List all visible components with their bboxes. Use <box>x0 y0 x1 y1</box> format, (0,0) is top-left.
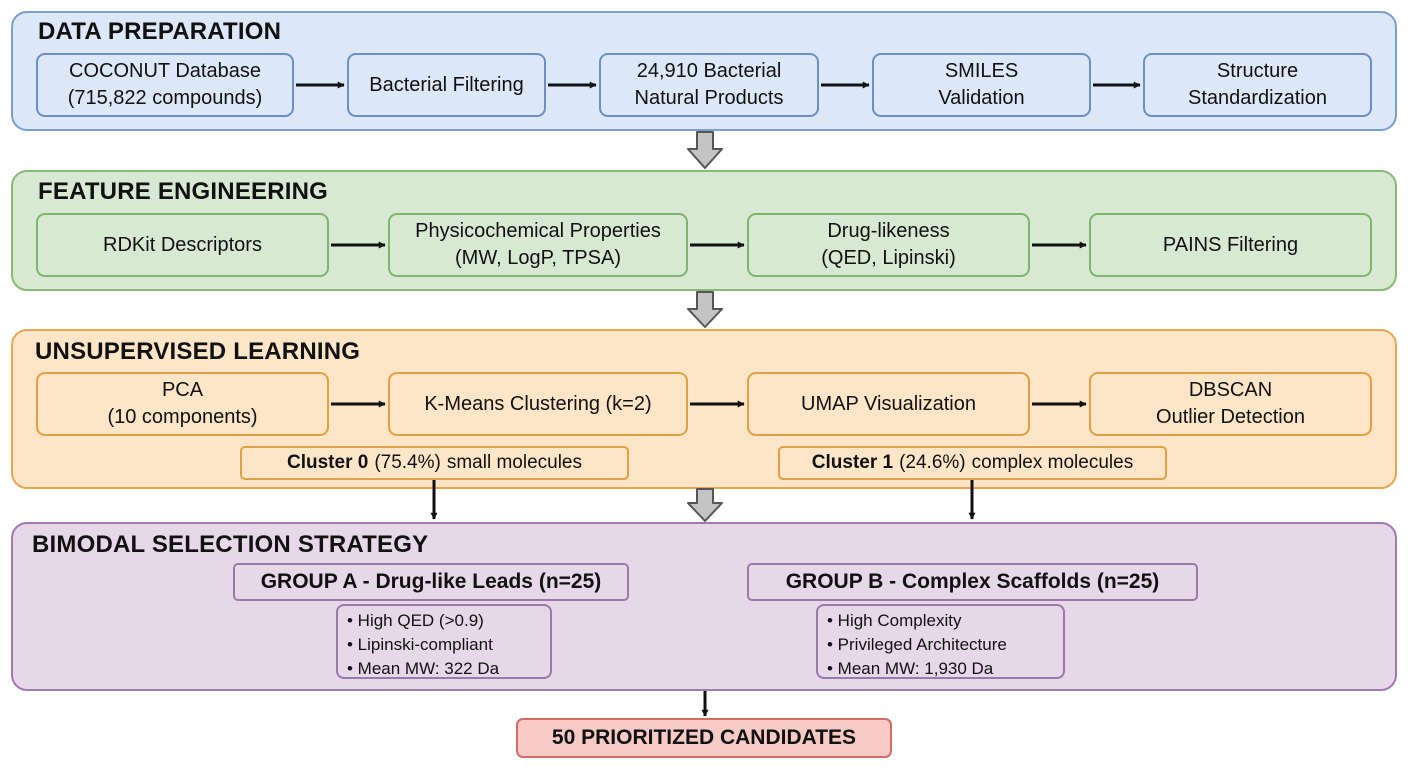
box-line: Outlier Detection <box>1156 406 1305 428</box>
box-line: PCA <box>161 379 204 401</box>
dbscan-box: DBSCAN Outlier Detection <box>1089 372 1372 436</box>
box-line: 24,910 Bacterial <box>636 60 782 82</box>
cluster-description: complex molecules <box>971 452 1134 473</box>
box-line: Bacterial Filtering <box>369 73 524 96</box>
box-line: (QED, Lipinski) <box>821 247 956 269</box>
pains-filtering-box: PAINS Filtering <box>1089 213 1372 277</box>
box-line: Physicochemical Properties <box>415 220 661 242</box>
umap-visualization-box: UMAP Visualization <box>747 372 1030 436</box>
block-arrow-down-icon <box>687 131 723 169</box>
group-a-criteria: • High QED (>0.9) • Lipinski-compliant •… <box>336 604 552 679</box>
cluster-name: Cluster 0 <box>287 452 369 473</box>
structure-standardization-box: Structure Standardization <box>1143 53 1372 117</box>
block-arrow-down-icon <box>687 488 723 522</box>
cluster-percent: (24.6%) <box>899 452 966 473</box>
group-b-criteria: • High Complexity • Privileged Architect… <box>816 604 1065 679</box>
feature-engineering-title: FEATURE ENGINEERING <box>38 178 329 205</box>
pca-box: PCA (10 components) <box>36 372 329 436</box>
kmeans-clustering-box: K-Means Clustering (k=2) <box>388 372 688 436</box>
bimodal-selection-title: BIMODAL SELECTION STRATEGY <box>32 531 429 558</box>
box-line: (MW, LogP, TPSA) <box>455 247 621 269</box>
box-line: Structure <box>1216 60 1299 82</box>
group-a-label: GROUP A - Drug-like Leads (n=25) <box>233 563 629 601</box>
box-line: DBSCAN <box>1188 379 1273 401</box>
criteria-item: • Privileged Architecture <box>827 635 1007 654</box>
unsupervised-learning-title: UNSUPERVISED LEARNING <box>35 338 361 365</box>
block-arrow-down-icon <box>687 291 723 328</box>
box-line: (715,822 compounds) <box>67 87 263 109</box>
box-line: PAINS Filtering <box>1162 233 1299 256</box>
data-preparation-title: DATA PREPARATION <box>38 18 282 45</box>
cluster-percent: (75.4%) <box>374 452 441 473</box>
criteria-item: • Mean MW: 322 Da <box>347 659 500 678</box>
coconut-database-box: COCONUT Database (715,822 compounds) <box>36 53 294 117</box>
box-line: Natural Products <box>634 87 784 109</box>
cluster-description: small molecules <box>446 452 582 473</box>
bimodal-selection-panel <box>11 522 1397 691</box>
box-line: (10 components) <box>107 406 258 428</box>
criteria-item: • Lipinski-compliant <box>347 635 493 654</box>
smiles-validation-box: SMILES Validation <box>872 53 1091 117</box>
box-line: SMILES <box>944 60 1019 82</box>
rdkit-descriptors-box: RDKit Descriptors <box>36 213 329 277</box>
box-line: Validation <box>938 87 1025 109</box>
cluster-1-label: Cluster 1 (24.6%) complex molecules <box>778 446 1167 480</box>
bacterial-filtering-box: Bacterial Filtering <box>347 53 546 117</box>
box-line: COCONUT Database <box>69 60 261 82</box>
box-line: UMAP Visualization <box>801 392 976 415</box>
criteria-item: • High QED (>0.9) <box>347 611 484 630</box>
cluster-name: Cluster 1 <box>811 452 894 473</box>
criteria-item: • High Complexity <box>827 611 962 630</box>
box-line: RDKit Descriptors <box>103 233 262 256</box>
criteria-item: • Mean MW: 1,930 Da <box>827 659 994 678</box>
box-line: Standardization <box>1188 87 1327 109</box>
group-b-label: GROUP B - Complex Scaffolds (n=25) <box>747 563 1198 601</box>
bacterial-natural-products-box: 24,910 Bacterial Natural Products <box>599 53 819 117</box>
box-line: K-Means Clustering (k=2) <box>424 392 652 415</box>
cluster-0-label: Cluster 0 (75.4%) small molecules <box>240 446 629 480</box>
box-line: Drug-likeness <box>827 220 950 242</box>
physicochemical-properties-box: Physicochemical Properties (MW, LogP, TP… <box>388 213 688 277</box>
drug-likeness-box: Drug-likeness (QED, Lipinski) <box>747 213 1030 277</box>
prioritized-candidates-box: 50 PRIORITIZED CANDIDATES <box>516 718 892 758</box>
